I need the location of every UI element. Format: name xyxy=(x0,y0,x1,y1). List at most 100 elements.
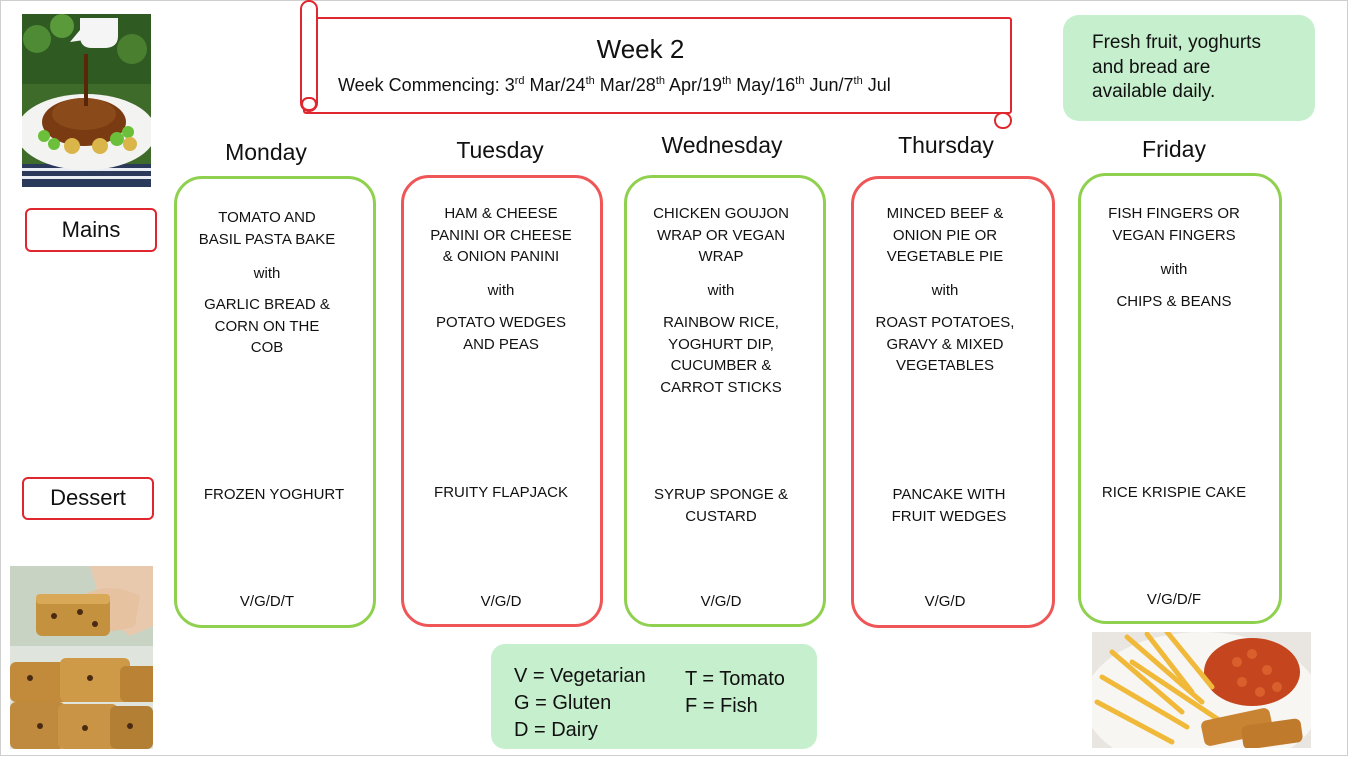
week-commencing-dates: Week Commencing: 3rd Mar/24th Mar/28th A… xyxy=(338,75,978,96)
date-day: 19 xyxy=(702,75,723,95)
dessert-item-line: FRUIT WEDGES xyxy=(891,507,1007,525)
scroll-curl-left-bottom xyxy=(301,97,317,111)
side-dish: GARLIC BREAD & CORN ON THE COB xyxy=(167,294,367,359)
side-dish-line: CARROT STICKS xyxy=(660,379,782,397)
day-heading-thursday: Thursday xyxy=(898,132,994,158)
legend-dairy: D = Dairy xyxy=(514,719,598,741)
dessert-item-line: FRUITY FLAPJACK xyxy=(434,484,568,501)
main-dish-line: VEGETABLE PIE xyxy=(886,248,1004,266)
side-dish: CHIPS & BEANS xyxy=(1074,291,1274,313)
main-dish-line: CHICKEN GOUJON xyxy=(653,205,789,222)
main-dish-line: HAM & CHEESE xyxy=(444,205,558,222)
main-dish-line: VEGAN FINGERS xyxy=(1112,226,1236,244)
legend-gluten: G = Gluten xyxy=(514,692,612,714)
day-card-wednesday xyxy=(624,175,826,627)
main-dish-line: BASIL PASTA BAKE xyxy=(198,230,336,248)
date-day: 3 xyxy=(504,75,515,95)
main-dish: HAM & CHEESE PANINI OR CHEESE & ONION PANI… xyxy=(401,203,601,268)
date-suffix: th xyxy=(722,75,732,87)
date-month: Mar/ xyxy=(524,75,566,95)
daily-availability-note: Fresh fruit, yoghurts and bread are avai… xyxy=(1063,15,1315,121)
main-dish-line: ONION PIE OR xyxy=(892,226,998,244)
dessert-item: RICE KRISPIE CAKE xyxy=(1074,482,1274,504)
dessert-item-line: CUSTARD xyxy=(685,507,757,525)
side-dish-line: GRAVY & MIXED xyxy=(886,335,1004,353)
main-dish-line: WRAP xyxy=(698,248,744,266)
main-dish: CHICKEN GOUJON WRAP OR VEGAN WRAP xyxy=(621,203,821,268)
date-month: Jul xyxy=(862,75,891,95)
side-dish-line: GARLIC BREAD & xyxy=(204,296,330,313)
date-suffix: rd xyxy=(514,75,525,87)
main-dish-line: TOMATO AND xyxy=(218,209,316,226)
info-line-2: and bread are xyxy=(1092,56,1211,78)
allergen-codes: V/G/D xyxy=(480,593,522,610)
mains-label: Mains xyxy=(25,208,157,252)
main-dish-line: MINCED BEEF & xyxy=(886,205,1004,222)
dessert-item: PANCAKE WITH FRUIT WEDGES xyxy=(849,484,1049,527)
day-card-monday xyxy=(174,176,376,628)
with-text: with xyxy=(487,282,515,299)
side-dish-line: POTATO WEDGES xyxy=(435,314,566,331)
side-dish: RAINBOW RICE, YOGHURT DIP, CUCUMBER & CARRO… xyxy=(621,312,821,399)
day-card-tuesday xyxy=(401,175,603,627)
date-day: 7 xyxy=(843,75,854,95)
dessert-item: FROZEN YOGHURT xyxy=(174,484,374,506)
fish-fingers-chips-beans-photo xyxy=(1092,632,1311,748)
dessert-item: FRUITY FLAPJACK xyxy=(401,482,601,504)
flapjack-photo xyxy=(10,566,153,749)
main-dish: TOMATO AND BASIL PASTA BAKE xyxy=(167,207,367,250)
allergen-codes: V/G/D xyxy=(924,593,966,610)
legend-fish: F = Fish xyxy=(685,695,758,717)
day-heading-monday: Monday xyxy=(225,139,307,165)
side-dish-line: YOGHURT DIP, xyxy=(668,335,774,353)
main-dish-line: PANINI OR CHEESE xyxy=(430,226,572,244)
with-text: with xyxy=(1160,261,1188,278)
dessert-item-line: SYRUP SPONGE & xyxy=(654,486,788,503)
side-dish-line: CUCUMBER & xyxy=(670,357,772,375)
date-suffix: th xyxy=(655,75,665,87)
info-line-3: available daily. xyxy=(1092,81,1216,102)
day-card-friday xyxy=(1078,173,1282,624)
day-card-thursday xyxy=(851,176,1055,628)
side-dish-line: RAINBOW RICE, xyxy=(663,314,779,331)
side-dish-line: CHIPS & BEANS xyxy=(1116,293,1232,310)
day-heading-tuesday: Tuesday xyxy=(456,137,544,163)
allergen-codes: V/G/D/T xyxy=(239,593,295,610)
dessert-label: Dessert xyxy=(22,477,154,520)
date-suffix: th xyxy=(853,75,863,87)
main-dish-line: & ONION PANINI xyxy=(442,248,560,266)
date-month: Mar/ xyxy=(594,75,636,95)
day-heading-wednesday: Wednesday xyxy=(661,132,783,158)
info-line-1: Fresh fruit, yoghurts xyxy=(1092,32,1261,53)
dessert-item-line: PANCAKE WITH xyxy=(892,486,1006,503)
dates-prefix: Week Commencing: xyxy=(338,75,505,95)
dates-list: 3rd Mar/24th Mar/28th Apr/19th May/16th … xyxy=(505,75,891,95)
week-title: Week 2 xyxy=(596,34,685,64)
scroll-curl-left xyxy=(300,0,318,112)
side-dish-line: COB xyxy=(250,339,284,357)
week-banner-scroll xyxy=(303,17,1012,114)
scroll-curl-right xyxy=(994,112,1012,129)
with-text: with xyxy=(707,282,735,299)
allergen-codes: V/G/D xyxy=(700,593,742,610)
day-heading-friday: Friday xyxy=(1142,136,1206,162)
date-day: 16 xyxy=(775,75,796,95)
date-month: May/ xyxy=(731,75,776,95)
main-dish-line: WRAP OR VEGAN xyxy=(656,226,786,244)
date-suffix: th xyxy=(585,75,595,87)
legend-vegetarian: V = Vegetarian xyxy=(514,665,646,687)
main-dish: MINCED BEEF & ONION PIE OR VEGETABLE PIE xyxy=(845,203,1045,268)
date-suffix: th xyxy=(795,75,805,87)
with-text: with xyxy=(931,282,959,299)
dessert-item-line: FROZEN YOGHURT xyxy=(203,486,345,503)
dessert-item: SYRUP SPONGE & CUSTARD xyxy=(621,484,821,527)
side-dish-line: CORN ON THE xyxy=(214,317,320,335)
legend-tomato: T = Tomato xyxy=(685,668,785,690)
date-day: 28 xyxy=(635,75,656,95)
date-day: 24 xyxy=(565,75,586,95)
side-dish-line: VEGETABLES xyxy=(895,357,995,375)
